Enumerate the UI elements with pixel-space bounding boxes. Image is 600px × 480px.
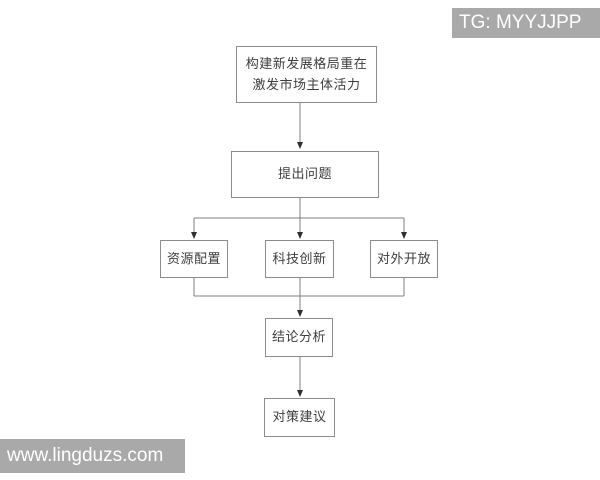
flow-node-title: 构建新发展格局重在激发市场主体活力 [236, 46, 377, 103]
flow-node-problem: 提出问题 [231, 151, 379, 198]
flow-node-conclusion: 结论分析 [265, 318, 333, 357]
watermark-telegram: TG: MYYJJPP [452, 8, 600, 38]
connector-branches-merge [193, 278, 405, 297]
flow-node-opening-up: 对外开放 [370, 240, 438, 278]
connector-problem-split [194, 198, 404, 219]
watermark-website: www.lingduzs.com [0, 439, 185, 473]
flow-node-resource-allocation: 资源配置 [160, 240, 228, 278]
flow-node-suggestion: 对策建议 [264, 398, 335, 437]
flow-node-tech-innovation: 科技创新 [265, 240, 334, 278]
